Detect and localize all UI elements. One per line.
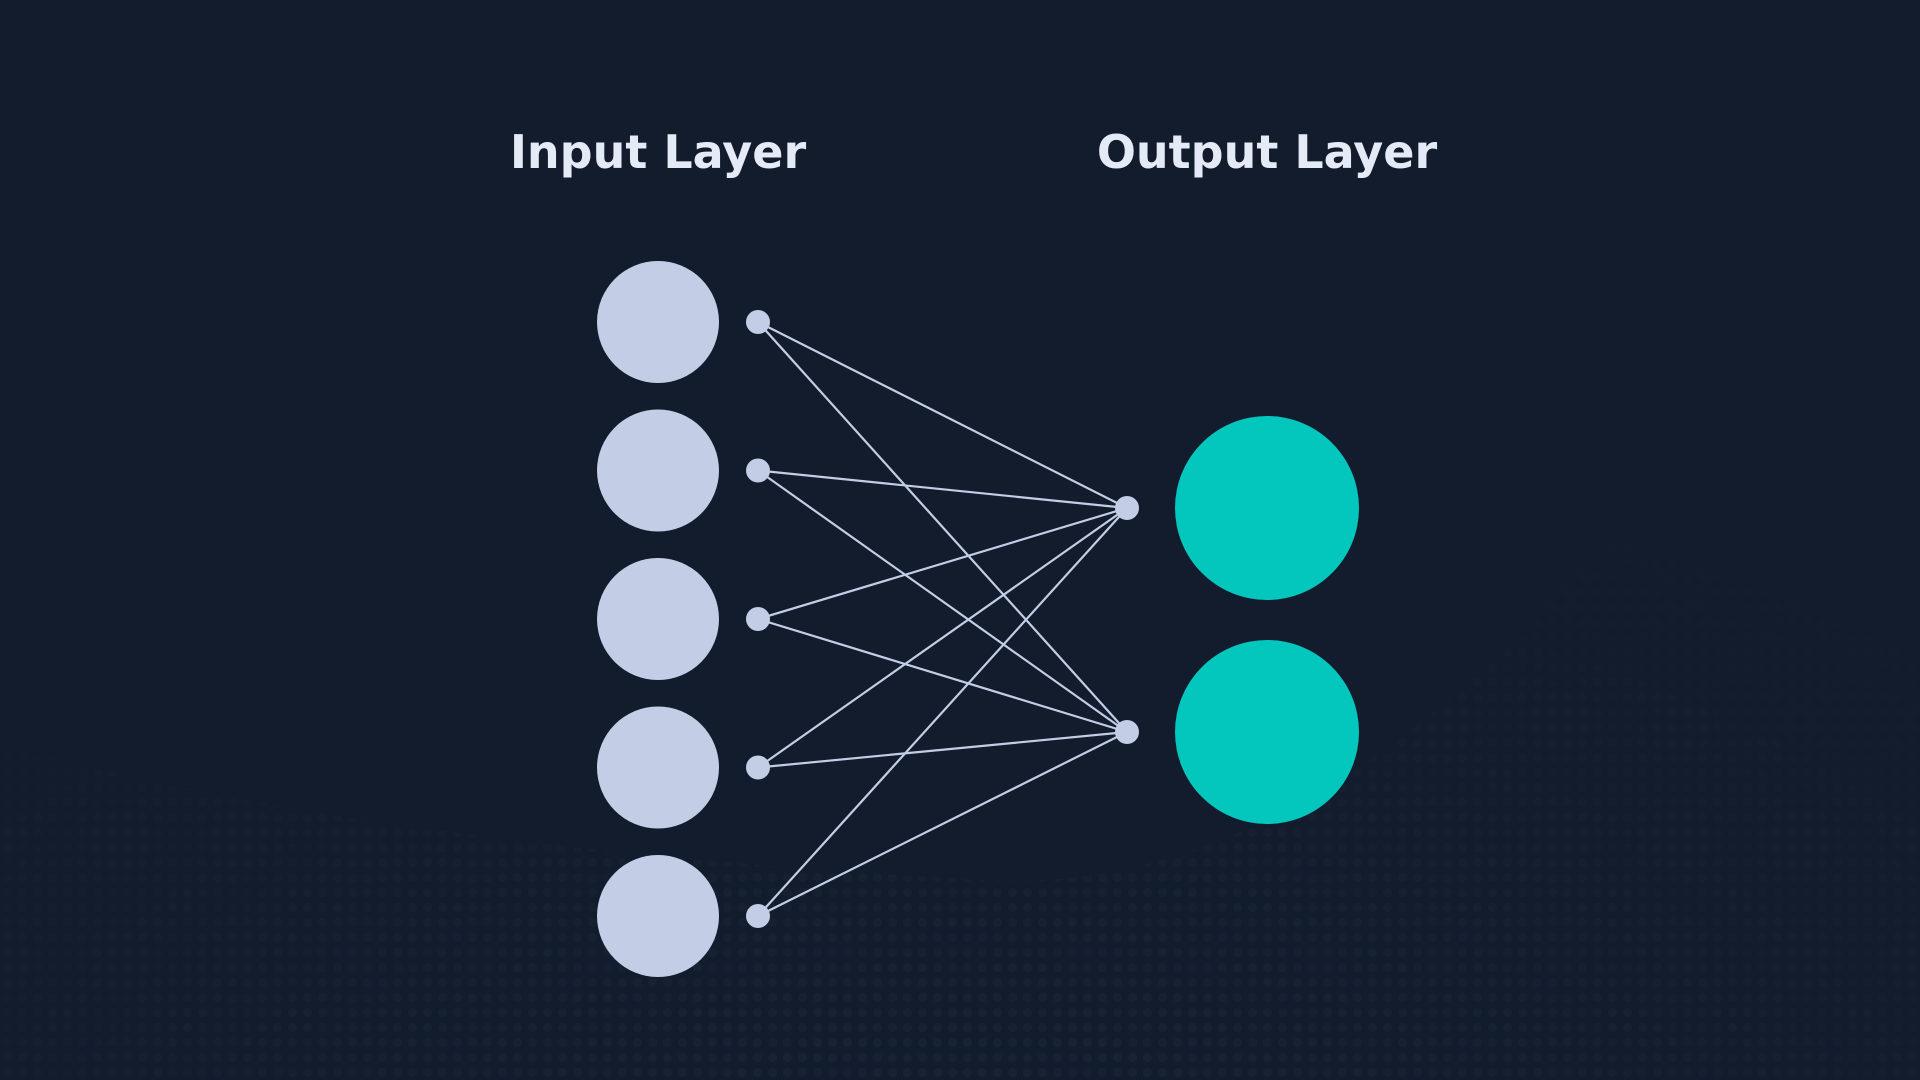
input-port-5 [746, 904, 770, 928]
connection-line-4-1 [757, 507, 1128, 769]
input-layer-title: Input Layer [510, 125, 807, 179]
input-port-4 [746, 755, 770, 780]
connection-line-5-2 [757, 731, 1128, 917]
input-layer-neurons [597, 261, 719, 977]
input-port-1 [746, 310, 770, 334]
input-port-3 [746, 607, 770, 631]
input-neuron-2 [597, 409, 719, 532]
connection-line-3-2 [757, 617, 1128, 734]
background-dot-pattern [0, 195, 1920, 1080]
connection-lines [757, 321, 1128, 917]
input-neuron-3 [597, 558, 719, 680]
input-port-2 [746, 458, 770, 483]
output-neuron-1 [1175, 416, 1359, 600]
connection-line-1-1 [757, 321, 1128, 509]
connection-line-3-1 [757, 506, 1128, 621]
connection-line-2-1 [757, 469, 1128, 510]
output-layer-title: Output Layer [1097, 125, 1438, 179]
connection-ports [746, 310, 1139, 928]
connection-line-5-1 [757, 507, 1128, 917]
input-neuron-1 [597, 261, 719, 383]
connection-line-1-2 [757, 321, 1128, 733]
output-port-1 [1115, 496, 1139, 520]
connection-line-4-2 [757, 730, 1128, 769]
connection-line-2-2 [757, 469, 1128, 733]
output-neuron-2 [1175, 640, 1359, 824]
output-port-2 [1115, 720, 1139, 744]
input-neuron-4 [597, 706, 719, 829]
output-layer-neurons [1175, 416, 1359, 824]
input-neuron-5 [597, 855, 719, 977]
